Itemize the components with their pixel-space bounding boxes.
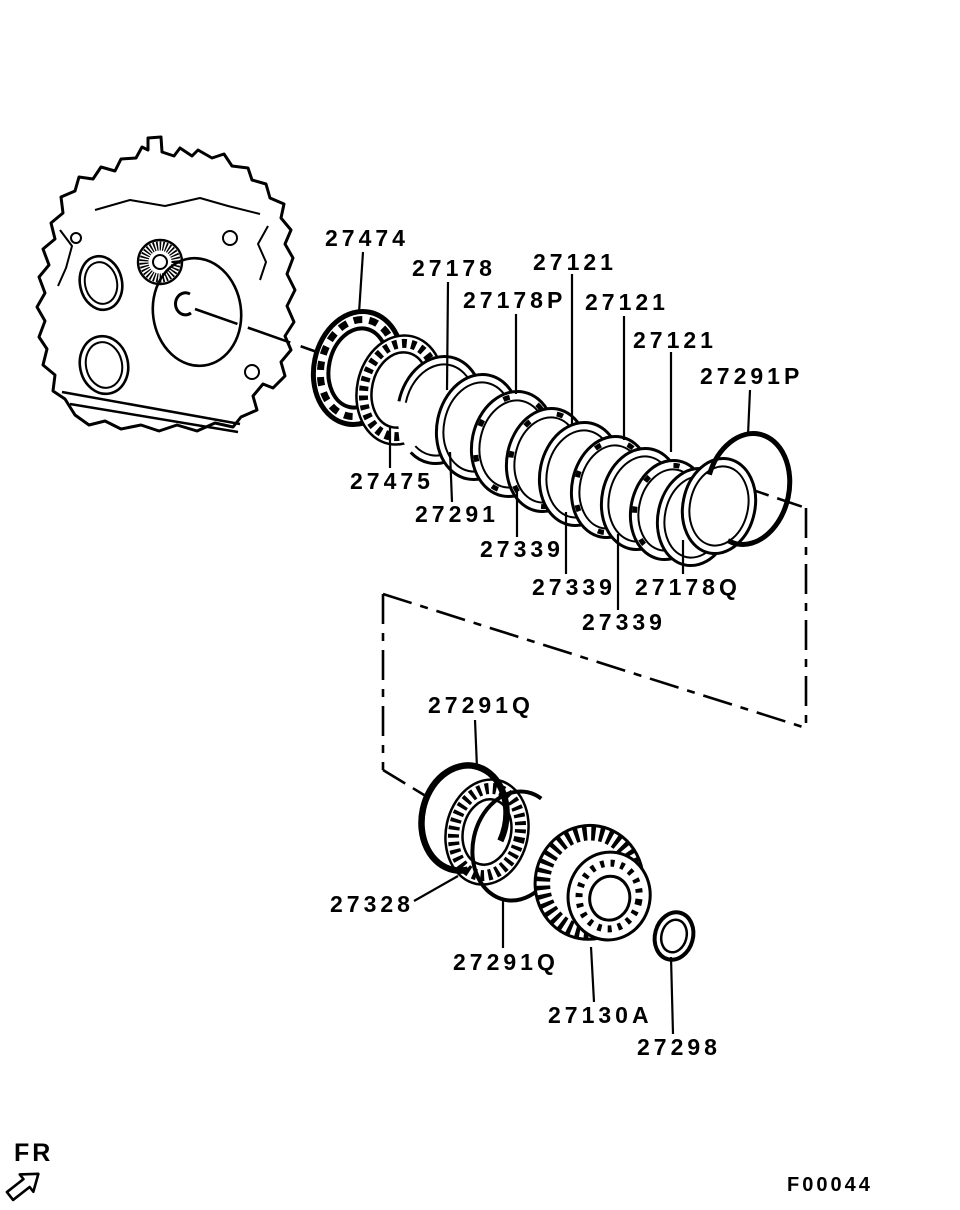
part-27130A-clutch-drum [533, 823, 652, 942]
case-boss-1 [222, 230, 238, 246]
part-label-27339-1: 27339 [480, 536, 564, 562]
snap-ring [418, 762, 510, 874]
projection-case-to-stack [194, 307, 318, 354]
part-label-27339-2: 27339 [532, 574, 616, 600]
clutch-pack-stack [310, 309, 793, 568]
part-27291Q-snap-ring-1 [418, 762, 510, 874]
hole-outer [78, 254, 124, 312]
hole-outer [78, 334, 130, 396]
case-hole-upper [78, 254, 124, 312]
drum-face-teeth [575, 859, 643, 933]
case-gear-boss [136, 238, 184, 286]
drum-center-hole [588, 874, 632, 922]
projection-to-retainer [382, 768, 430, 800]
leader-27291 [448, 451, 454, 503]
part-label-27298: 27298 [637, 1034, 721, 1060]
part-label-27474: 27474 [325, 225, 409, 251]
figure-code: F00044 [787, 1174, 873, 1196]
case-boss-2 [244, 364, 260, 380]
leader-lines [357, 251, 752, 1035]
snap-ring [703, 431, 793, 547]
case-bottom-lip-1 [61, 390, 241, 426]
fr-arrow-icon [5, 1172, 40, 1202]
hole-inner [83, 261, 119, 305]
projection-diagonal [382, 592, 807, 730]
part-label-27178Q: 27178Q [635, 574, 741, 600]
part-label-27178P: 27178P [463, 287, 566, 313]
leader-27130A [589, 946, 596, 1003]
case-inner-ridge-top [94, 197, 261, 215]
face-ticks [507, 410, 587, 510]
part-label-27339-3: 27339 [582, 609, 666, 635]
one-way-clutch-assembly [418, 762, 696, 962]
case-clutch-opening [151, 256, 243, 368]
inner-rim [688, 465, 750, 547]
part-label-27121-3: 27121 [633, 327, 717, 353]
part-27291P-snap-ring [703, 431, 793, 547]
leader-27178 [445, 281, 450, 391]
part-label-27475: 27475 [350, 468, 434, 494]
case-inner-ridge-right [257, 225, 269, 281]
leader-27291P [746, 389, 752, 436]
inner-rim [659, 918, 689, 954]
part-label-27291: 27291 [415, 501, 499, 527]
fr-arrow-shape [5, 1172, 40, 1202]
case-boss-3 [70, 232, 82, 244]
leader-27328 [413, 875, 459, 902]
outer-rim [652, 910, 696, 962]
gear-teeth [139, 241, 181, 283]
gear-outer [136, 238, 184, 286]
face-ticks [572, 438, 650, 536]
outer-rim [680, 456, 758, 556]
fr-indicator: FR [5, 1139, 53, 1202]
case-hole-lower [78, 334, 130, 396]
part-27178Q-plate [680, 456, 758, 556]
case-hub [174, 291, 192, 317]
transaxle-case [35, 135, 297, 434]
part-label-27328: 27328 [330, 891, 414, 917]
part-labels: 27474 27178 27121 27178P 27121 27121 272… [325, 225, 803, 1060]
part-label-27130A: 27130A [548, 1002, 653, 1028]
part-27328-one-way-clutch [444, 778, 530, 886]
case-inner-ridge-left [57, 229, 73, 287]
leader-27291Q-1 [473, 719, 479, 769]
gear-center [152, 254, 168, 270]
leader-27298 [669, 956, 675, 1035]
part-label-27121-1: 27121 [533, 249, 617, 275]
leader-27474 [357, 251, 365, 314]
sprag-teeth [447, 782, 527, 882]
fr-label: FR [14, 1139, 53, 1167]
part-label-27291P: 27291P [700, 363, 803, 389]
case-outline [35, 135, 297, 433]
part-label-27291Q-1: 27291Q [428, 692, 534, 718]
case-bottom-lip-2 [69, 402, 239, 434]
part-label-27291Q-2: 27291Q [453, 949, 559, 975]
hole-inner [84, 341, 124, 389]
part-label-27121-2: 27121 [585, 289, 669, 315]
part-label-27178: 27178 [412, 255, 496, 281]
part-27298-bearing [652, 910, 696, 962]
